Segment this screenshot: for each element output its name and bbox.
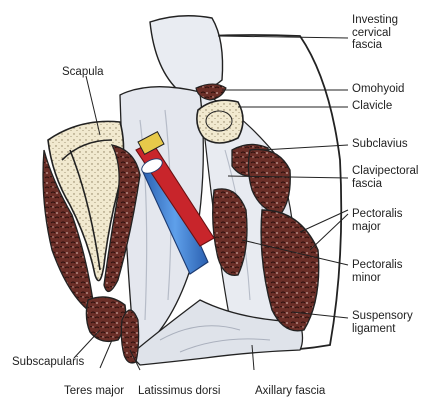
label-suspensory-ligament: Suspensory ligament	[352, 310, 413, 335]
investing-fascia-shape	[150, 16, 223, 93]
label-pectoralis-major: Pectoralis major	[352, 208, 403, 233]
label-omohyoid: Omohyoid	[352, 83, 404, 96]
clavicle-shape	[197, 100, 243, 143]
teres-major-shape	[86, 297, 125, 341]
label-clavipectoral-fascia: Clavipectoral fascia	[352, 165, 418, 190]
pectoralis-minor-shape	[213, 189, 247, 276]
label-subclavius: Subclavius	[352, 138, 408, 151]
latissimus-dorsi-shape	[121, 310, 138, 363]
label-clavicle: Clavicle	[352, 100, 392, 113]
label-scapula: Scapula	[62, 66, 104, 79]
label-subscapularis: Subscapularis	[12, 356, 84, 369]
label-teres-major: Teres major	[64, 385, 124, 398]
label-investing-cervical-fascia: Investing cervical fascia	[352, 14, 398, 52]
label-axillary-fascia: Axillary fascia	[255, 385, 325, 398]
label-latissimus-dorsi: Latissimus dorsi	[138, 385, 220, 398]
label-pectoralis-minor: Pectoralis minor	[352, 259, 403, 284]
